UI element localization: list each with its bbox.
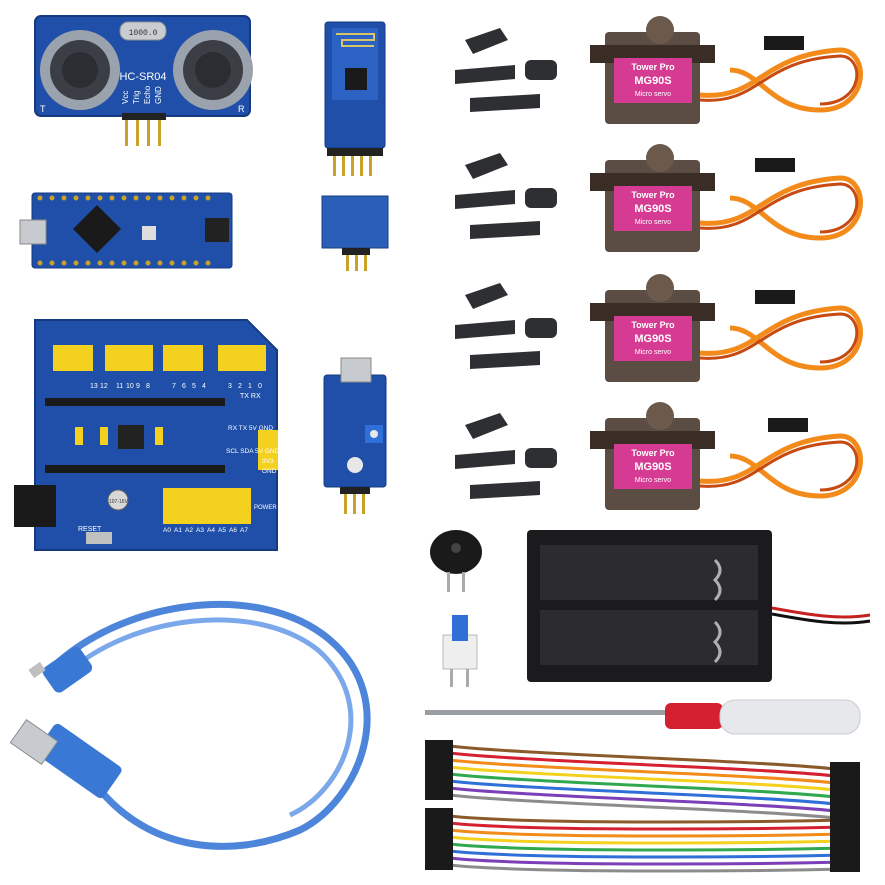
shield-a4: A4 [207, 527, 215, 534]
bluetooth-module [324, 21, 386, 176]
pin-vcc-label: Vcc [121, 91, 130, 104]
crystal-label: 1000.0 [129, 29, 158, 38]
servo-1-model: MG90S [634, 75, 671, 87]
servo-horn-set-1 [455, 28, 557, 112]
shield-i2c-label: SCL SDA 5V GND [226, 448, 280, 455]
pin-gnd-label: GND [154, 86, 163, 104]
shield-pin-8: 8 [146, 383, 150, 390]
servo-2-type: Micro servo [635, 219, 671, 226]
pin-trig-label: Trig [132, 91, 141, 104]
shield-pin-7: 7 [172, 383, 176, 390]
sensor-module-small [321, 195, 389, 271]
shield-pin-2: 2 [238, 383, 242, 390]
servo-4-model: MG90S [634, 461, 671, 473]
shield-cap-label: 107-16V [109, 499, 129, 505]
sensor-t-label: T [40, 104, 46, 114]
push-button [442, 615, 478, 687]
shield-pin-3: 3 [228, 383, 232, 390]
servo-motor-2: Tower Pro MG90S Micro servo [590, 144, 863, 252]
servo-motor-1: Tower Pro MG90S Micro servo [590, 16, 863, 124]
battery-holder [527, 530, 871, 682]
servo-motor-3: Tower Pro MG90S Micro servo [590, 274, 863, 382]
nano-shield: 13 12 11 10 9 8 7 6 5 4 3 2 1 0 TX RX RX… [14, 319, 280, 551]
sensor-model-label: HC-SR04 [119, 71, 166, 83]
shield-a6: A6 [229, 527, 237, 534]
shield-pin-10: 10 [126, 383, 134, 390]
servo-motor-4: Tower Pro MG90S Micro servo [590, 402, 863, 510]
shield-pin-0: 0 [258, 383, 262, 390]
shield-a5: A5 [218, 527, 226, 534]
shield-a3: A3 [196, 527, 204, 534]
servo-1-brand: Tower Pro [631, 62, 675, 72]
servo-1-type: Micro servo [635, 91, 671, 98]
shield-a0: A0 [163, 527, 171, 534]
shield-reset-label: RESET [78, 526, 102, 533]
sound-sensor-module [323, 357, 387, 514]
jumper-wire-bundle-2 [425, 808, 860, 873]
servo-horn-set-4 [455, 413, 557, 499]
shield-a1: A1 [174, 527, 182, 534]
servo-2-model: MG90S [634, 203, 671, 215]
shield-pin-13: 13 [90, 383, 98, 390]
shield-pin-5: 5 [192, 383, 196, 390]
screwdriver [425, 699, 861, 735]
shield-txrx-label: TX RX [240, 393, 261, 400]
sensor-r-label: R [238, 104, 245, 114]
ultrasonic-sensor: 1000.0 HC-SR04 Vcc Trig Echo GND T R [34, 15, 253, 146]
shield-a7: A7 [240, 527, 248, 534]
servo-4-brand: Tower Pro [631, 448, 675, 458]
usb-cable [9, 601, 371, 850]
servo-3-brand: Tower Pro [631, 320, 675, 330]
servo-2-brand: Tower Pro [631, 190, 675, 200]
servo-3-type: Micro servo [635, 349, 671, 356]
pin-echo-label: Echo [143, 85, 152, 104]
shield-gnd-label: GND [262, 468, 277, 475]
servo-4-type: Micro servo [635, 477, 671, 484]
shield-pin-12: 12 [100, 383, 108, 390]
servo-3-model: MG90S [634, 333, 671, 345]
shield-power-label: POWER [254, 505, 277, 511]
shield-pin-11: 11 [116, 383, 123, 390]
servo-horn-set-3 [455, 283, 557, 369]
servo-horn-set-2 [455, 153, 557, 239]
arduino-nano [19, 192, 233, 269]
shield-pin-1: 1 [248, 383, 252, 390]
shield-pin-4: 4 [202, 383, 206, 390]
shield-pin-6: 6 [182, 383, 186, 390]
shield-a2: A2 [185, 527, 193, 534]
buzzer [430, 530, 482, 592]
shield-pin-9: 9 [136, 383, 140, 390]
shield-3v3-label: 3V3 [262, 458, 274, 465]
shield-uart-label: RX TX 5V GND [228, 425, 273, 432]
